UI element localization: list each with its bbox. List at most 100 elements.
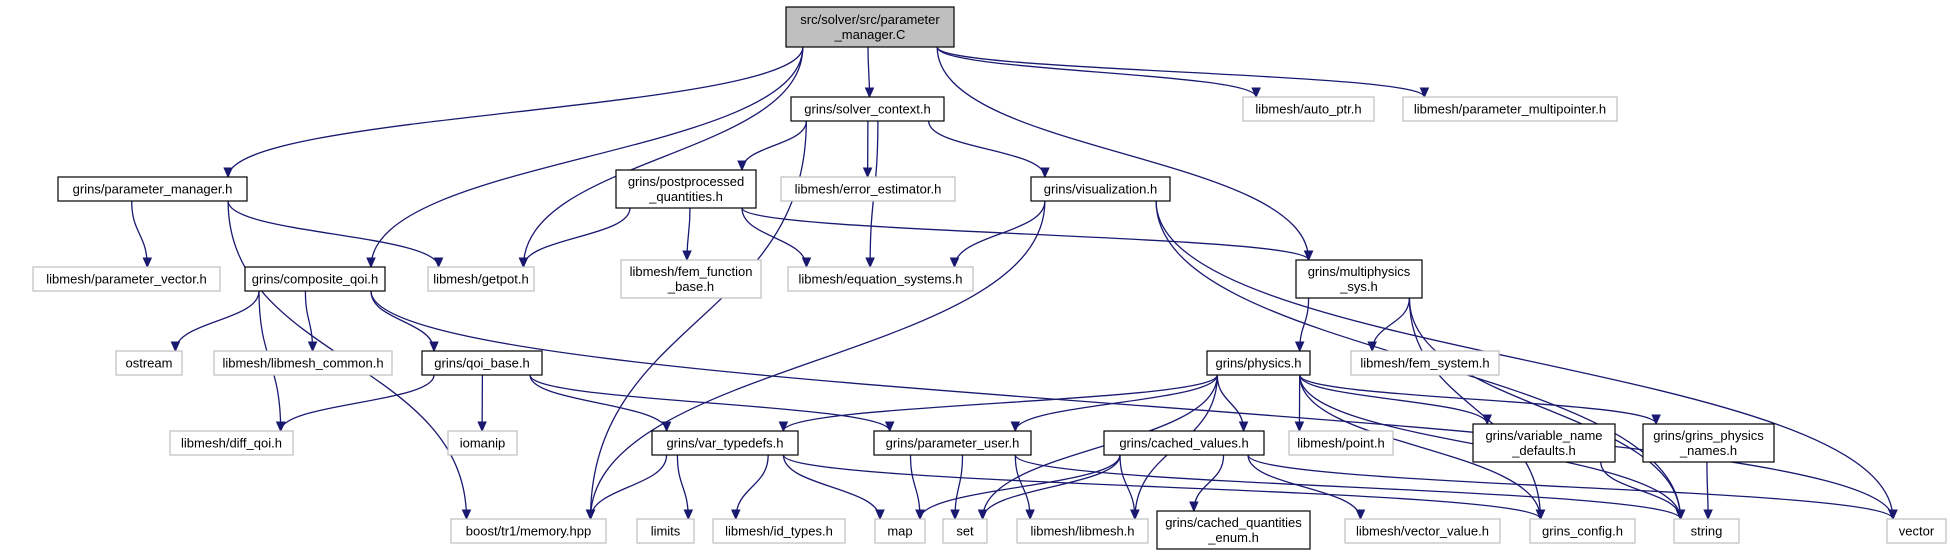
edge-visualization-to-vector (1155, 200, 1894, 520)
arrowhead-parameter_manager-to-memory (461, 509, 472, 521)
nodes-layer: src/solver/src/parameter_manager.C grins/… (32, 6, 1947, 550)
node-postprocessed-quantities[interactable]: grins/postprocessed_quantities.h (615, 169, 757, 209)
node-label: grins/grins_physics (1653, 428, 1764, 443)
arrowhead-postprocessed_quantities-to-fem_function_base (682, 250, 692, 262)
arrowhead-root-to-parameter_multipointer (1419, 87, 1430, 99)
node-box (712, 518, 846, 544)
node-label: grins/composite_qoi.h (252, 272, 378, 287)
edge-cached_values-to-vector (1247, 454, 1894, 520)
arrowhead-root-to-composite_qoi (366, 257, 376, 269)
edge-physics-to-parameter_user (1014, 374, 1218, 432)
node-qoi-base[interactable]: grins/qoi_base.h (421, 350, 543, 376)
arrowhead-root-to-parameter_manager (223, 167, 233, 179)
arrowhead-var_typedefs-to-limits (683, 509, 694, 521)
node-parameter-user[interactable]: grins/parameter_user.h (873, 430, 1032, 456)
edge-cached_values-to-vector_value (1247, 454, 1362, 520)
arrowhead-postprocessed_quantities-to-equation_systems (801, 257, 812, 269)
arrowhead-multiphysics_sys-to-physics (1294, 341, 1305, 353)
arrowhead-parameter_user-to-libmesh (1025, 509, 1035, 521)
node-cached-values[interactable]: grins/cached_values.h (1103, 430, 1265, 456)
node-label: src/solver/src/parameter (800, 12, 940, 27)
arrowhead-cached_values-to-map (915, 509, 925, 521)
arrowhead-cached_values-to-libmesh (1130, 509, 1140, 521)
node-label: set (956, 524, 974, 539)
node-label: _defaults.h (1511, 443, 1576, 458)
node-label: libmesh/error_estimator.h (795, 182, 942, 197)
node-vector-value: libmesh/vector_value.h (1344, 518, 1501, 544)
node-parameter-multipointer: libmesh/parameter_multipointer.h (1402, 96, 1618, 122)
arrowhead-cached_values-to-cached_quantities_enum (1189, 501, 1199, 513)
edge-physics-to-set (981, 374, 1218, 520)
edge-cached_values-to-map (919, 454, 1121, 520)
edge-cached_values-to-libmesh (1119, 454, 1136, 520)
node-label: grins/physics.h (1216, 356, 1302, 371)
node-vector: vector (1886, 518, 1947, 544)
node-label: _sys.h (1339, 279, 1378, 294)
node-box (785, 6, 955, 48)
node-solver-context[interactable]: grins/solver_context.h (790, 96, 945, 122)
edge-qoi_base-to-diff_qoi (280, 374, 435, 432)
arrowhead-solver_context-to-error_estimator (862, 167, 873, 179)
arrowhead-qoi_base-to-diff_qoi (275, 421, 286, 433)
node-box (1344, 518, 1501, 544)
node-visualization[interactable]: grins/visualization.h (1030, 176, 1171, 202)
edge-root-to-parameter_multipointer (936, 46, 1426, 98)
node-label: libmesh/getpot.h (433, 272, 528, 287)
node-box (1030, 176, 1171, 202)
arrowhead-postprocessed_quantities-to-multiphysics_sys (1303, 250, 1314, 262)
node-box (421, 350, 543, 376)
arrowhead-qoi_base-to-var_typedefs (661, 421, 672, 433)
node-grins-config: grins_config.h (1529, 518, 1636, 544)
edge-postprocessed_quantities-to-getpot (522, 207, 631, 268)
node-label: _names.h (1679, 443, 1737, 458)
node-label: vector (1899, 524, 1935, 539)
node-multiphysics-sys[interactable]: grins/multiphysics_sys.h (1295, 259, 1423, 299)
node-box (115, 350, 183, 376)
edge-var_typedefs-to-limits (676, 454, 689, 520)
node-composite-qoi[interactable]: grins/composite_qoi.h (244, 266, 386, 292)
node-box (1206, 350, 1311, 376)
edge-multiphysics_sys-to-string (1408, 297, 1682, 520)
arrowhead-physics-to-parameter_user (1010, 421, 1021, 433)
arrowhead-cached_values-to-set (977, 509, 988, 521)
node-box (874, 518, 926, 544)
edge-parameter_user-to-string (1014, 454, 1682, 520)
node-var-typedefs[interactable]: grins/var_typedefs.h (651, 430, 799, 456)
node-label: _manager.C (834, 27, 906, 42)
arrowhead-var_typedefs-to-grins_config (1535, 509, 1546, 521)
node-box (1156, 510, 1311, 550)
node-limits: limits (636, 518, 695, 544)
node-label: libmesh/fem_function (630, 264, 753, 279)
edge-root-to-auto_ptr (936, 46, 1257, 98)
arrowhead-composite_qoi-to-libmesh_common (307, 341, 318, 353)
edge-solver_context-to-visualization (928, 120, 1046, 178)
edge-parameter_user-to-map (909, 454, 921, 520)
node-set: set (942, 518, 988, 544)
node-error-estimator: libmesh/error_estimator.h (780, 176, 956, 202)
edge-multiphysics_sys-to-grins_config (1408, 297, 1542, 520)
edge-root-to-composite_qoi (370, 46, 804, 268)
node-grins-physics-names[interactable]: grins/grins_physics_names.h (1642, 423, 1775, 463)
node-label: _base.h (667, 279, 714, 294)
node-box (447, 430, 518, 456)
node-label: grins/postprocessed (628, 174, 744, 189)
node-label: map (887, 524, 912, 539)
arrowhead-cached_values-to-vector (1888, 509, 1898, 521)
node-box (1886, 518, 1947, 544)
node-cached-quantities-enum[interactable]: grins/cached_quantities_enum.h (1156, 510, 1311, 550)
edge-var_typedefs-to-memory (589, 454, 668, 520)
node-box (32, 266, 221, 292)
node-root[interactable]: src/solver/src/parameter_manager.C (785, 6, 955, 48)
edge-root-to-parameter_manager (227, 46, 804, 178)
node-auto-ptr: libmesh/auto_ptr.h (1242, 96, 1375, 122)
node-label: _quantities.h (648, 189, 723, 204)
node-variable-name-defaults[interactable]: grins/variable_name_defaults.h (1472, 423, 1616, 463)
arrowhead-composite_qoi-to-ostream (170, 341, 181, 353)
node-label: libmesh/fem_system.h (1360, 356, 1489, 371)
node-physics[interactable]: grins/physics.h (1206, 350, 1311, 376)
edge-var_typedefs-to-map (782, 454, 881, 520)
edge-physics-to-variable_name_defaults (1299, 374, 1488, 425)
edge-visualization-to-memory (589, 200, 1046, 520)
node-parameter-manager[interactable]: grins/parameter_manager.h (57, 176, 248, 202)
